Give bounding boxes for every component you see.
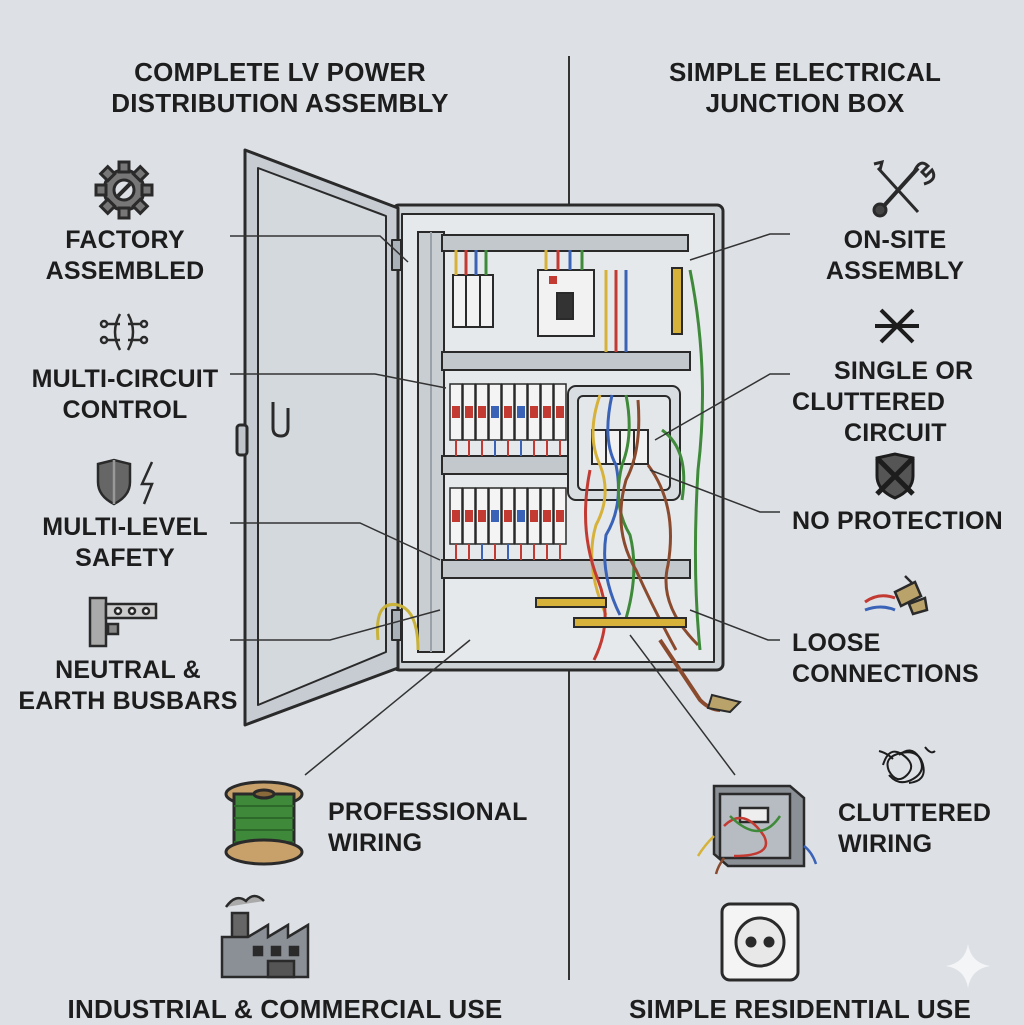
label-line: ASSEMBLY xyxy=(825,257,965,285)
label-line: MULTI-CIRCUIT xyxy=(31,365,219,393)
factory-icon xyxy=(220,894,310,979)
label-busbars: NEUTRAL & EARTH BUSBARS xyxy=(10,655,246,717)
breaker-toggle xyxy=(491,510,499,522)
label-professional-wiring: PROFESSIONAL WIRING xyxy=(328,797,528,859)
crossed-shield-icon xyxy=(875,452,915,500)
breaker-toggle xyxy=(556,406,564,418)
circuit-icon xyxy=(99,313,149,351)
hanging-wire xyxy=(658,638,742,714)
breaker-toggle xyxy=(543,510,551,522)
din-rails xyxy=(441,234,691,579)
breaker-toggle xyxy=(465,510,473,522)
label-line: CONTROL xyxy=(62,396,188,424)
busbars xyxy=(535,267,687,628)
label-line: ON-SITE xyxy=(843,226,947,254)
label-line: ASSEMBLED xyxy=(45,257,205,285)
left-title-line-1: COMPLETE LV POWER xyxy=(134,57,426,87)
main-breaker xyxy=(537,269,595,337)
breaker-toggle xyxy=(517,406,525,418)
breaker-toggle xyxy=(530,510,538,522)
label-line: CLUTTERED xyxy=(838,799,992,827)
label-no-protection: NO PROTECTION xyxy=(792,507,1003,535)
breaker-toggle xyxy=(504,510,512,522)
breaker-toggle xyxy=(452,406,460,418)
breaker-toggle xyxy=(543,406,551,418)
left-title: COMPLETE LV POWER DISTRIBUTION ASSEMBLY xyxy=(90,57,470,119)
label-line: FACTORY xyxy=(65,226,185,254)
earth-wire xyxy=(688,269,704,651)
label-cluttered-wiring: CLUTTERED WIRING xyxy=(838,798,991,860)
label-line: PROFESSIONAL xyxy=(328,798,528,826)
label-industrial-use: INDUSTRIAL & COMMERCIAL USE xyxy=(67,994,503,1024)
label-multi-circuit: MULTI-CIRCUIT CONTROL xyxy=(20,364,230,426)
tangled-wire-icon xyxy=(878,746,936,784)
label-line: CLUTTERED xyxy=(792,388,946,416)
label-onsite-assembly: ON-SITE ASSEMBLY xyxy=(790,225,1000,287)
busbar-icon xyxy=(88,596,158,648)
tools-icon xyxy=(872,159,936,218)
right-title-line-1: SIMPLE ELECTRICAL xyxy=(668,57,942,87)
label-single-circuit: SINGLE OR CLUTTERED CIRCUIT xyxy=(790,356,1000,449)
door-earth-wire xyxy=(375,602,420,651)
breaker-toggle xyxy=(556,510,564,522)
sparkle-icon xyxy=(946,944,990,988)
breaker-toggle xyxy=(491,406,499,418)
label-line: SINGLE OR xyxy=(834,357,974,385)
label-line: WIRING xyxy=(838,830,933,858)
top-breakers xyxy=(452,274,494,328)
label-line: CIRCUIT xyxy=(844,419,947,447)
breaker-toggle xyxy=(465,406,473,418)
right-title: SIMPLE ELECTRICAL JUNCTION BOX xyxy=(620,57,990,119)
leader-lines xyxy=(230,233,790,776)
vertical-duct xyxy=(417,231,445,653)
gear-icon xyxy=(94,160,154,220)
socket-icon xyxy=(720,902,800,982)
junction-box-icon xyxy=(696,784,818,875)
breaker-rows xyxy=(449,383,567,560)
panel-door xyxy=(235,148,402,727)
wire-spool-icon xyxy=(224,780,304,866)
incoming-wires xyxy=(454,250,628,352)
shield-lightning-icon xyxy=(96,458,154,506)
breaker-toggle xyxy=(478,510,486,522)
label-residential-use: SIMPLE RESIDENTIAL USE xyxy=(629,994,971,1024)
wire-connector-icon xyxy=(864,575,929,616)
right-title-line-2: JUNCTION BOX xyxy=(705,88,905,118)
label-line: EARTH BUSBARS xyxy=(18,687,238,715)
label-loose-connections: LOOSE CONNECTIONS xyxy=(792,628,979,690)
label-line: NEUTRAL & xyxy=(55,656,201,684)
asterisk-icon xyxy=(875,308,919,344)
breaker-toggle xyxy=(478,406,486,418)
label-line: MULTI-LEVEL xyxy=(42,513,208,541)
label-multi-level-safety: MULTI-LEVEL SAFETY xyxy=(20,512,230,574)
breaker-toggle xyxy=(504,406,512,418)
breaker-toggle xyxy=(517,510,525,522)
label-line: WIRING xyxy=(328,829,423,857)
label-line: SAFETY xyxy=(75,544,175,572)
label-line: CONNECTIONS xyxy=(792,660,979,688)
breaker-toggle xyxy=(452,510,460,522)
breaker-toggle xyxy=(530,406,538,418)
label-line: LOOSE xyxy=(792,629,881,657)
left-title-line-2: DISTRIBUTION ASSEMBLY xyxy=(111,88,449,118)
label-factory-assembled: FACTORY ASSEMBLED xyxy=(20,225,230,287)
